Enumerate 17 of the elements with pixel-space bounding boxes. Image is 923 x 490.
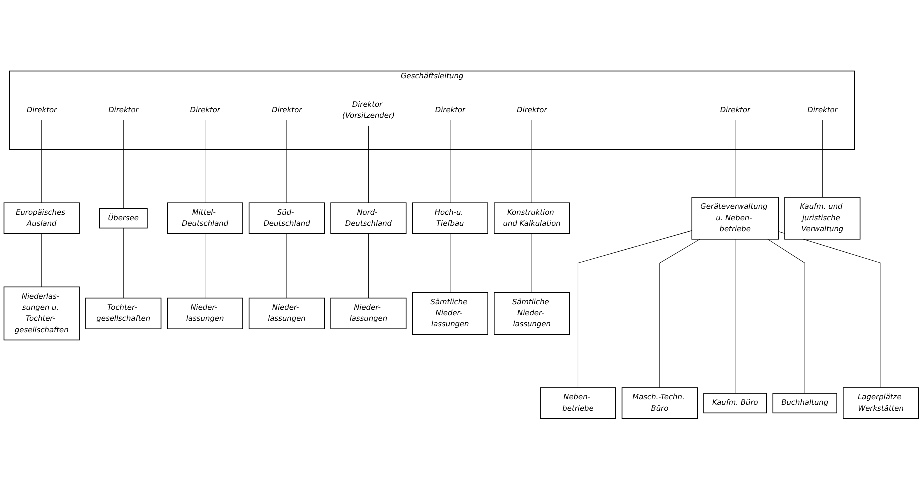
connector <box>450 234 451 293</box>
connector <box>735 120 736 198</box>
connector <box>822 120 823 198</box>
connector <box>768 239 806 394</box>
connector <box>778 232 882 388</box>
connector <box>123 120 124 209</box>
connector <box>660 239 700 388</box>
connector <box>578 230 692 388</box>
connector <box>368 234 369 299</box>
connector <box>123 228 124 299</box>
connector <box>450 120 451 204</box>
connector <box>205 120 206 204</box>
connector <box>735 239 736 394</box>
connector <box>205 234 206 299</box>
connector <box>286 234 288 299</box>
connector <box>368 126 369 204</box>
connector <box>286 120 288 204</box>
